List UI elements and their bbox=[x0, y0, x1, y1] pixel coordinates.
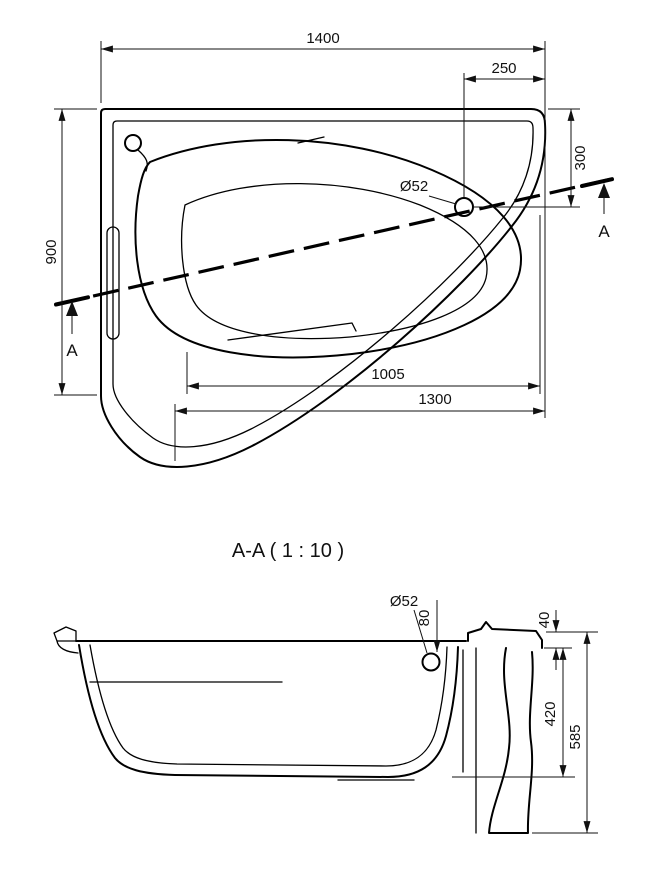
dim-inner-length-label: 1005 bbox=[371, 366, 404, 383]
dim-drain-from-top-label: 300 bbox=[572, 145, 589, 170]
dim-drain-diameter-label: Ø52 bbox=[400, 178, 428, 195]
dim-drain-diameter-section-label: Ø52 bbox=[390, 593, 418, 610]
backrest-pad bbox=[106, 226, 120, 340]
left-deck-clip bbox=[53, 626, 77, 642]
left-deck-clip-under bbox=[56, 640, 79, 654]
dim-width-total-label: 1400 bbox=[306, 30, 339, 47]
dim-depth-total-label: 900 bbox=[43, 239, 60, 264]
basin-bottom-outline bbox=[181, 182, 488, 340]
basin-step-line bbox=[227, 322, 357, 341]
shell-outer-profile bbox=[78, 644, 459, 778]
basin-rim-outline bbox=[134, 138, 522, 359]
dim-inner-depth-label: 420 bbox=[542, 701, 559, 726]
tub-inner-rim-line bbox=[112, 120, 534, 448]
section-label-right: A bbox=[598, 222, 610, 241]
section-label-left: A bbox=[66, 341, 78, 360]
shell-inner-profile bbox=[89, 644, 448, 767]
top-view: Ø52 A A 1400 250 300 900 1005 bbox=[43, 30, 614, 468]
headrest-tail bbox=[137, 149, 148, 172]
tub-outer-outline bbox=[100, 108, 547, 468]
section-arrow-right-head bbox=[598, 183, 610, 198]
dim-total-height-label: 585 bbox=[567, 724, 584, 749]
section-cut-line bbox=[57, 177, 613, 306]
drain-leader-line-section bbox=[413, 609, 428, 654]
overflow-notch-line bbox=[297, 136, 325, 144]
section-view: A-A ( 1 : 10 ) Ø52 80 40 420 585 bbox=[53, 540, 598, 834]
pedestal-leg-profile bbox=[488, 647, 534, 834]
section-cut-end-right bbox=[580, 177, 614, 188]
section-view-title: A-A ( 1 : 10 ) bbox=[232, 540, 344, 562]
dim-front-length-label: 1300 bbox=[418, 391, 451, 408]
drain-hole-section bbox=[421, 652, 441, 672]
drain-leader-line bbox=[428, 195, 457, 205]
pedestal-top-lip bbox=[467, 621, 543, 649]
dim-rim-height-label: 40 bbox=[536, 612, 553, 629]
headrest-knob bbox=[124, 134, 142, 152]
dim-drain-offset-label: 80 bbox=[416, 610, 433, 627]
dim-drain-from-right-label: 250 bbox=[491, 60, 516, 77]
section-arrow-left-head bbox=[66, 301, 78, 316]
